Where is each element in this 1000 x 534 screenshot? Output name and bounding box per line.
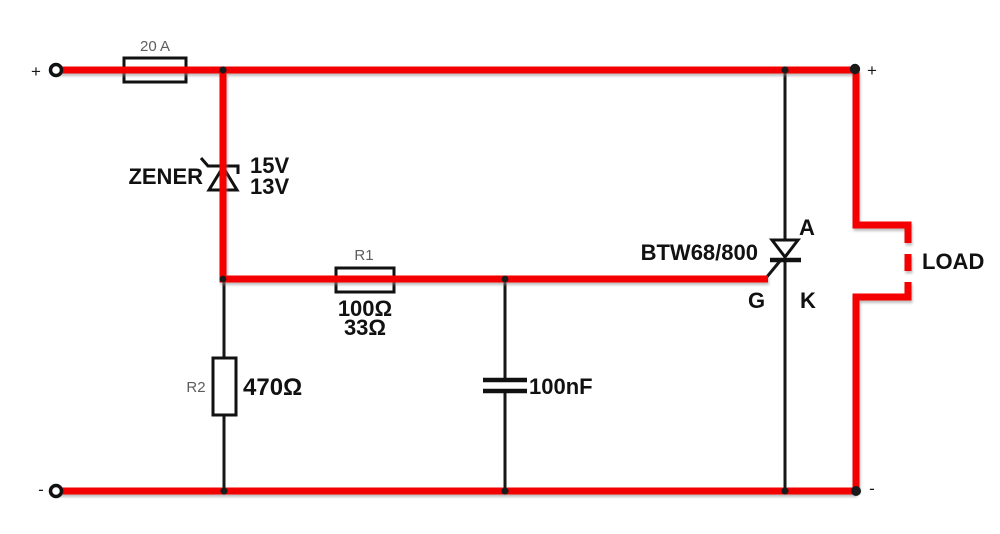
junction-zener-top: [219, 66, 227, 74]
polarity-top-left: +: [31, 62, 41, 81]
black-wires: [222, 70, 787, 491]
polarity-bottom-left: -: [38, 480, 44, 499]
thyristor-part-label: BTW68/800: [641, 240, 758, 265]
load-label: LOAD: [922, 249, 984, 274]
r1-value2-label: 33Ω: [344, 315, 386, 340]
thyristor-cathode-label: K: [800, 288, 816, 313]
zener-name-label: ZENER: [128, 164, 203, 189]
terminal-negative-icon: [48, 483, 64, 499]
thyristor-symbol: [768, 238, 802, 263]
thyristor-triangle: [768, 238, 802, 260]
terminal-positive-icon: [48, 62, 64, 78]
junction-capacitor-top: [501, 275, 509, 283]
red-wires: [58, 66, 912, 495]
polarity-bottom-right: -: [869, 479, 875, 498]
fuse-rating-label: 20 A: [140, 38, 170, 55]
r1-value1-label: 100Ω: [338, 296, 392, 321]
junction-r2-bottom: [220, 487, 228, 495]
junction-top-right-corner: [849, 63, 861, 75]
junction-bottom-right-corner: [851, 486, 861, 496]
r2-value-label: 470Ω: [243, 374, 302, 401]
r2-resistor-symbol: [211, 356, 238, 417]
junction-thyristor-bottom: [781, 487, 789, 495]
thyristor-gate-wire: [764, 260, 782, 279]
zener-voltage-low-label: 13V: [250, 174, 289, 199]
terminals: [48, 62, 64, 499]
thyristor-gate-label: G: [748, 288, 765, 313]
polarity-top-right: +: [867, 61, 877, 80]
junction-thyristor-top: [781, 66, 789, 74]
junction-capacitor-bottom: [501, 487, 509, 495]
r1-ref-label: R1: [354, 247, 373, 264]
load-top-wire: [852, 70, 912, 243]
labels: + + - - 20 A ZENER 15V 13V R1 100Ω 33Ω R…: [31, 38, 984, 499]
load-bottom-wire: [852, 282, 912, 491]
junction-dots: [219, 63, 861, 496]
r2-ref-label: R2: [186, 379, 205, 396]
zener-voltage-high-label: 15V: [250, 153, 289, 178]
junction-r2-top: [219, 275, 227, 283]
capacitor-symbol: [483, 377, 527, 394]
thyristor-anode-label: A: [799, 215, 815, 240]
capacitor-value-label: 100nF: [529, 374, 593, 399]
